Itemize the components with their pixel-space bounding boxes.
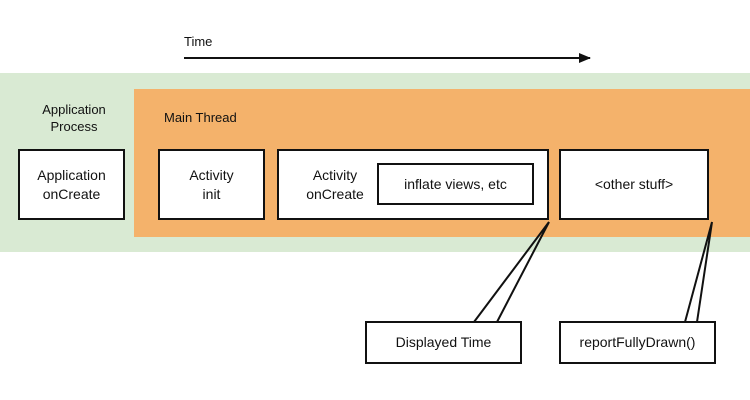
application-process-label-text: Application Process (42, 102, 106, 134)
inflate-views-box: inflate views, etc (377, 163, 534, 205)
other-stuff-box: <other stuff> (559, 149, 709, 220)
application-oncreate-box: Application onCreate (18, 149, 125, 220)
time-axis-label: Time (184, 34, 213, 49)
application-process-label: Application Process (28, 101, 120, 135)
activity-oncreate-text: Activity onCreate (306, 166, 364, 202)
application-oncreate-text: Application onCreate (37, 166, 106, 202)
other-stuff-text: <other stuff> (594, 176, 674, 192)
report-fully-drawn-text: reportFullyDrawn() (579, 334, 696, 350)
main-thread-label: Main Thread (164, 110, 237, 125)
activity-init-box: Activity init (158, 149, 265, 220)
report-fully-drawn-callout: reportFullyDrawn() (559, 321, 716, 364)
displayed-time-pointer (473, 221, 550, 323)
displayed-time-text: Displayed Time (395, 334, 492, 350)
inflate-views-text: inflate views, etc (404, 175, 507, 192)
displayed-time-callout: Displayed Time (365, 321, 522, 364)
activity-init-text: Activity init (189, 166, 234, 202)
report-fully-drawn-pointer (684, 221, 713, 323)
